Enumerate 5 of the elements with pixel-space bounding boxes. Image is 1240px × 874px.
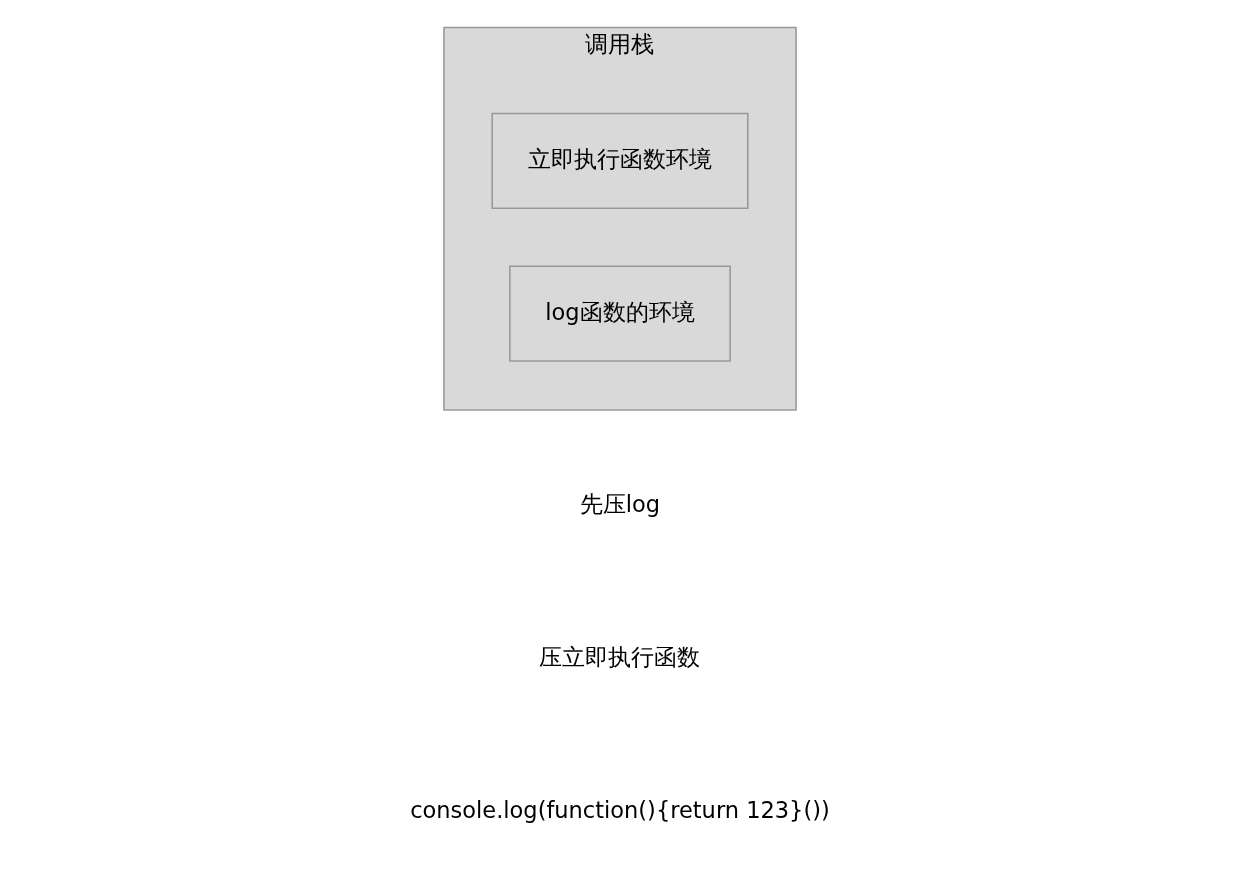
label: 压立即执行函数	[539, 644, 701, 671]
label: console.log(function(){return 123}())	[410, 796, 830, 823]
label: 先压log	[579, 491, 661, 518]
node-box: 立即执行函数环境	[491, 112, 749, 210]
node-box: log函数的环境	[509, 265, 731, 362]
